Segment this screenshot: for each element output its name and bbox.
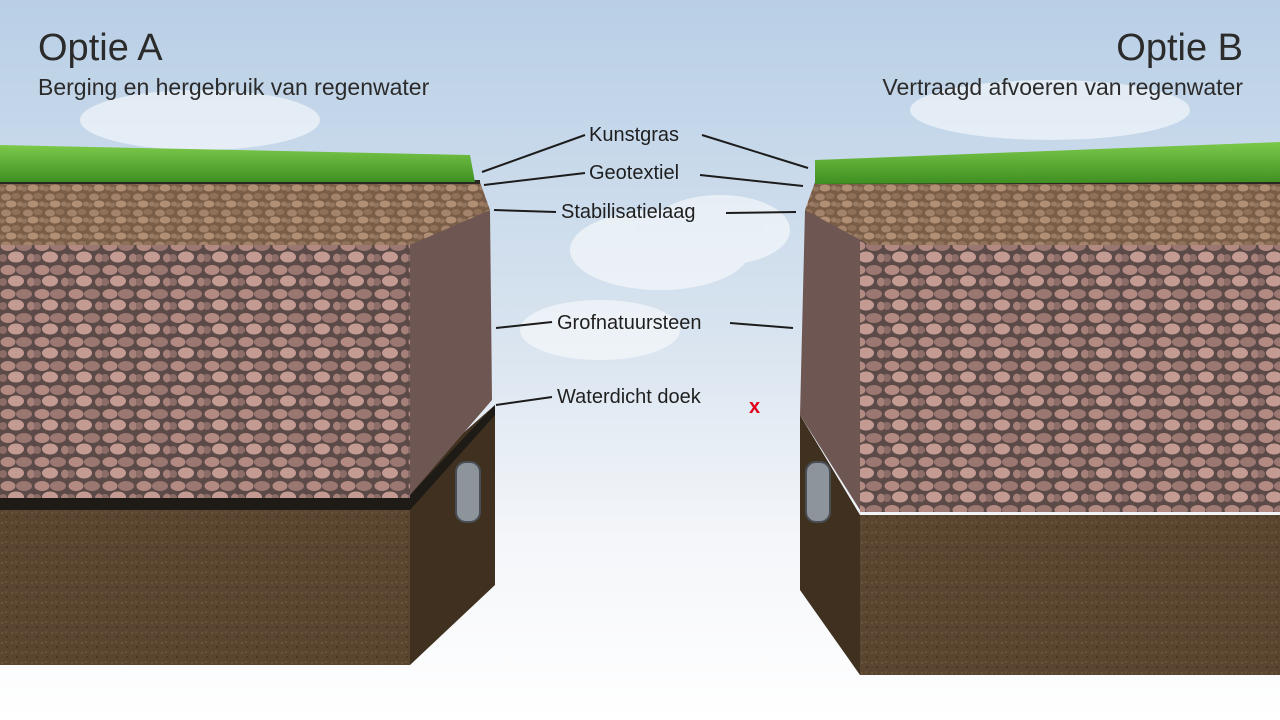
leader-waterdicht-doek-left <box>495 396 553 406</box>
leader-stabilisatielaag-right <box>725 211 797 214</box>
label-stabilisatielaag: Stabilisatielaag <box>561 201 696 223</box>
option-b-gravel <box>805 182 1280 245</box>
option-a-gravel <box>0 182 490 245</box>
label-grofnatuursteen: Grofnatuursteen <box>557 312 702 334</box>
option-a-membrane <box>0 405 495 510</box>
leader-lines <box>481 134 809 406</box>
leader-grofnatuursteen-right <box>729 322 794 329</box>
option-a-drain-pipe <box>455 461 481 523</box>
option-a-grass <box>0 145 475 182</box>
option-b-stone <box>860 240 1280 512</box>
leader-kunstgras-right <box>701 134 809 169</box>
option-b-soil <box>860 515 1280 675</box>
option-b-absent-marker: x <box>749 396 761 418</box>
leader-grofnatuursteen-left <box>495 321 553 329</box>
option-b-subtitle: Vertraagd afvoeren van regenwater <box>882 73 1243 100</box>
option-a-subtitle: Berging en hergebruik van regenwater <box>38 73 430 100</box>
option-a-heading: Optie A Berging en hergebruik van regenw… <box>38 27 430 101</box>
option-b-drain-pipe <box>805 461 831 523</box>
option-b-title: Optie B <box>1116 27 1243 69</box>
leader-geotextiel-right <box>699 174 804 187</box>
option-a-title: Optie A <box>38 27 163 69</box>
option-b-block <box>800 142 1280 675</box>
label-geotextiel: Geotextiel <box>589 162 680 184</box>
option-a-stone-side <box>410 210 492 495</box>
leader-stabilisatielaag-left <box>493 209 557 213</box>
label-waterdicht-doek: Waterdicht doek <box>557 386 701 408</box>
label-kunstgras: Kunstgras <box>589 124 680 146</box>
option-b-stone-side <box>800 210 870 510</box>
option-b-heading: Optie B Vertraagd afvoeren van regenwate… <box>882 27 1243 101</box>
option-b-grass <box>815 142 1280 184</box>
option-a-stone <box>0 240 410 498</box>
option-a-soil <box>0 505 410 665</box>
option-a-block <box>0 145 495 665</box>
leader-geotextiel-left <box>483 172 586 186</box>
leader-kunstgras-left <box>481 134 586 173</box>
